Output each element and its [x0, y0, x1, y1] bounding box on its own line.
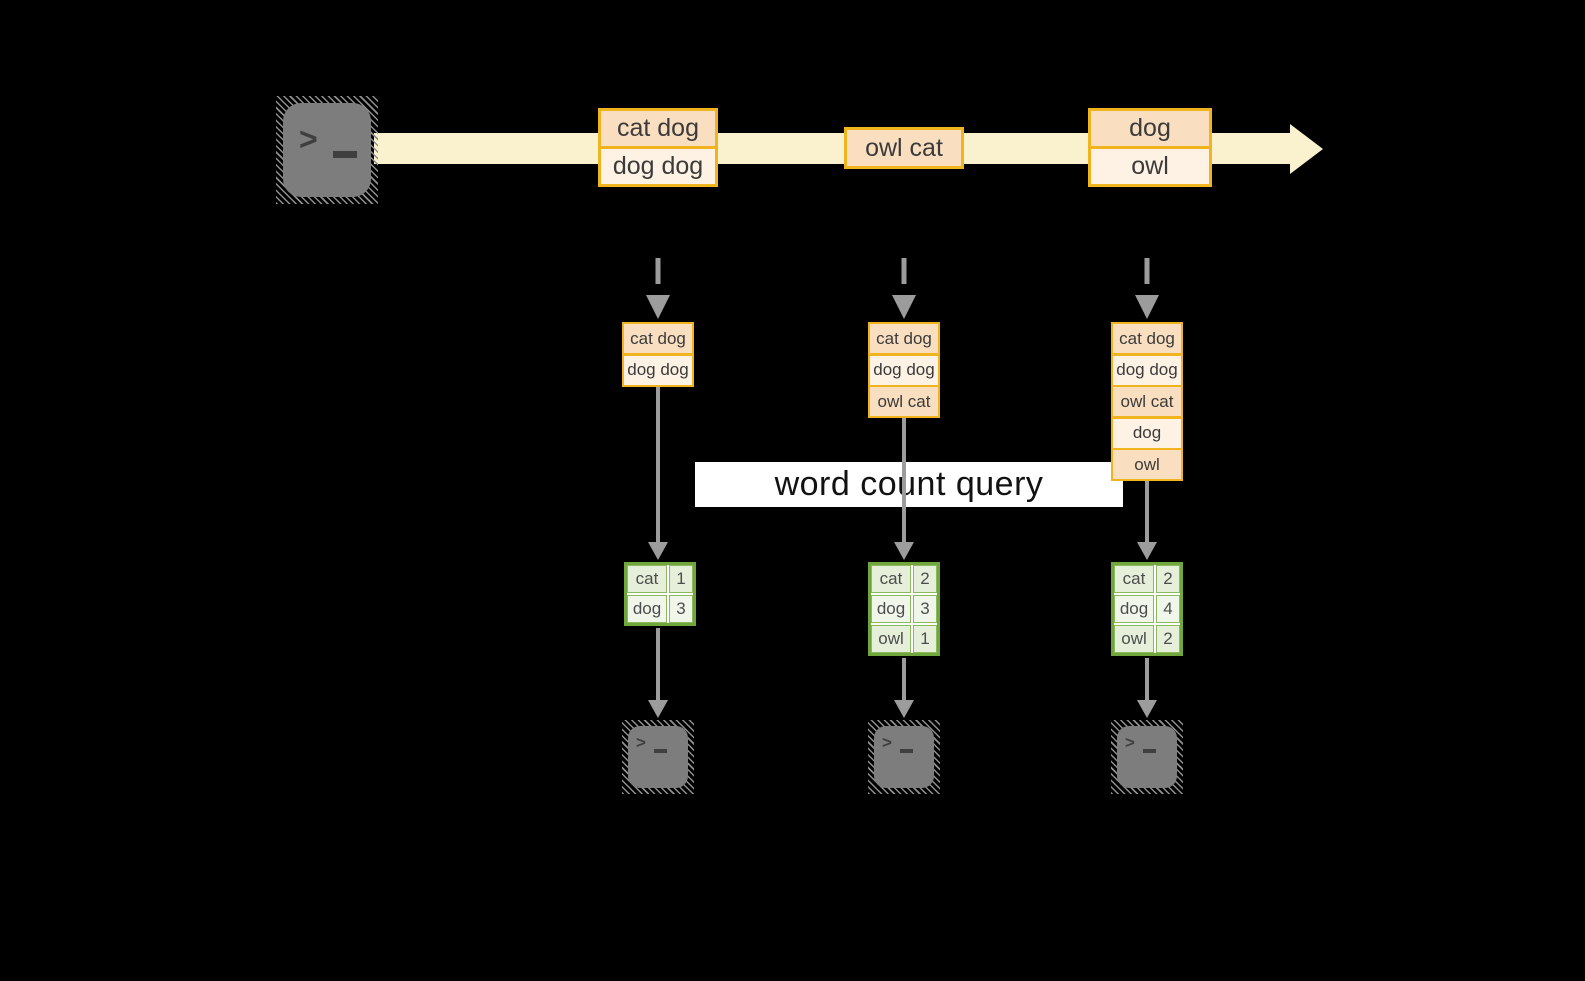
- sink-terminal-icon-1: >: [622, 720, 694, 794]
- event-item: owl: [1091, 149, 1209, 184]
- table-to-sink-arrow-3: [1137, 658, 1157, 718]
- terminal-icon-body: >: [283, 103, 371, 197]
- batch-item: cat dog: [624, 324, 692, 353]
- count-cell: 3: [913, 595, 937, 623]
- terminal-prompt-underscore-icon: [1143, 749, 1156, 753]
- batch-item: cat dog: [870, 324, 938, 353]
- word-cell: dog: [627, 595, 667, 623]
- terminal-prompt-underscore-icon: [654, 749, 667, 753]
- word-cell: owl: [871, 625, 911, 653]
- micro-batch-stack-3: cat dog dog dog owl cat dog owl: [1111, 322, 1183, 481]
- event-item: cat dog: [601, 111, 715, 146]
- stream-event-box-2: owl cat: [844, 127, 964, 169]
- source-terminal-icon: >: [276, 96, 378, 204]
- terminal-prompt-chevron-icon: >: [636, 733, 646, 752]
- stream-arrow-head: [1290, 124, 1323, 174]
- query-band-label: word count query: [774, 465, 1044, 503]
- terminal-prompt-underscore-icon: [333, 151, 357, 158]
- event-item: dog dog: [601, 149, 715, 184]
- dashed-down-arrow-3: [1135, 258, 1159, 319]
- sink-terminal-icon-3: >: [1111, 720, 1183, 794]
- batch-item: dog dog: [1113, 355, 1181, 385]
- event-item: owl cat: [847, 130, 961, 166]
- count-cell: 3: [669, 595, 693, 623]
- batch-to-table-arrow-1: [648, 386, 668, 560]
- word-count-table-2: cat 2 dog 3 owl 1: [868, 562, 940, 656]
- count-cell: 1: [669, 565, 693, 593]
- batch-item: owl cat: [870, 387, 938, 416]
- micro-batch-stack-2: cat dog dog dog owl cat: [868, 322, 940, 418]
- query-band: word count query: [695, 462, 1123, 507]
- terminal-icon-body: >: [628, 726, 688, 788]
- batch-to-table-arrow-3: [1137, 480, 1157, 560]
- word-cell: owl: [1114, 625, 1154, 653]
- count-cell: 2: [913, 565, 937, 593]
- dashed-down-arrow-2: [892, 258, 916, 319]
- count-cell: 2: [1156, 625, 1180, 653]
- dashed-down-arrow-1: [646, 258, 670, 319]
- stream-event-box-3: dog owl: [1088, 108, 1212, 187]
- count-cell: 4: [1156, 595, 1180, 623]
- table-to-sink-arrow-2: [894, 658, 914, 718]
- table-to-sink-arrow-1: [648, 628, 668, 718]
- word-cell: cat: [627, 565, 667, 593]
- count-cell: 1: [913, 625, 937, 653]
- batch-item: dog dog: [870, 355, 938, 385]
- event-item: dog: [1091, 111, 1209, 146]
- word-count-table-1: cat 1 dog 3: [624, 562, 696, 626]
- count-cell: 2: [1156, 565, 1180, 593]
- terminal-prompt-chevron-icon: >: [882, 733, 892, 752]
- sink-terminal-icon-2: >: [868, 720, 940, 794]
- batch-item: dog: [1113, 418, 1181, 448]
- batch-item: owl cat: [1113, 387, 1181, 416]
- batch-item: owl: [1113, 450, 1181, 479]
- terminal-prompt-underscore-icon: [900, 749, 913, 753]
- terminal-icon-body: >: [874, 726, 934, 788]
- word-cell: cat: [871, 565, 911, 593]
- batch-item: dog dog: [624, 355, 692, 385]
- micro-batch-stack-1: cat dog dog dog: [622, 322, 694, 387]
- word-cell: cat: [1114, 565, 1154, 593]
- terminal-prompt-chevron-icon: >: [299, 121, 318, 157]
- word-count-table-3: cat 2 dog 4 owl 2: [1111, 562, 1183, 656]
- terminal-icon-body: >: [1117, 726, 1177, 788]
- batch-item: cat dog: [1113, 324, 1181, 353]
- word-cell: dog: [871, 595, 911, 623]
- word-cell: dog: [1114, 595, 1154, 623]
- terminal-prompt-chevron-icon: >: [1125, 733, 1135, 752]
- stream-event-box-1: cat dog dog dog: [598, 108, 718, 187]
